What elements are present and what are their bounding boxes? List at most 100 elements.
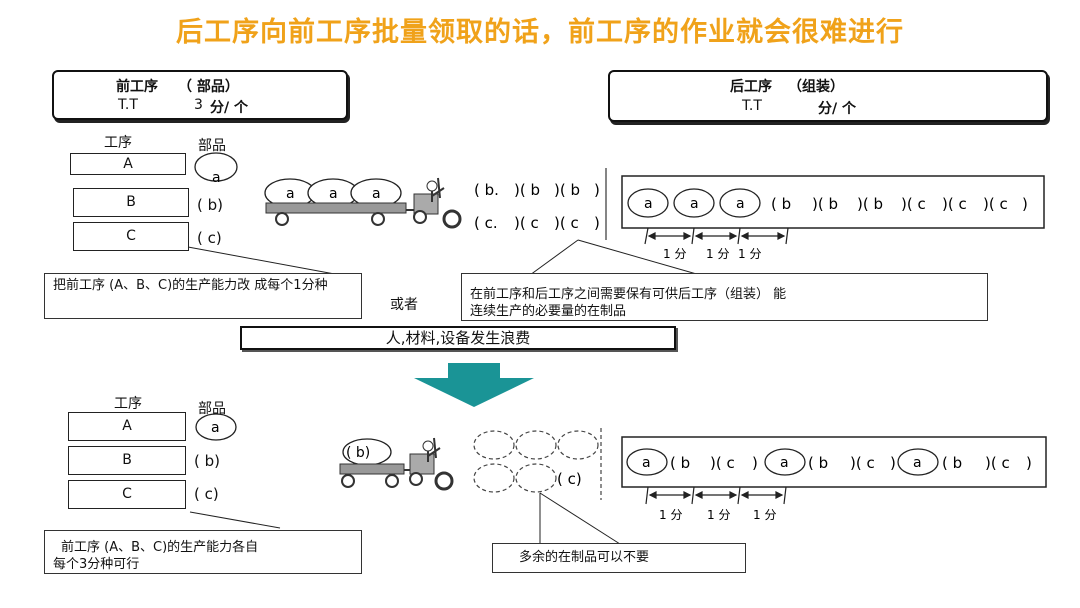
process-b-label: B — [126, 194, 136, 210]
part-a-bottom-ellipse: a — [195, 413, 237, 441]
or-label: 或者 — [390, 297, 418, 313]
line-a-2: a — [673, 188, 715, 218]
back-process-sub: （组装） — [788, 79, 844, 95]
wip-b-end: ) — [594, 181, 600, 199]
top-wip-stock: ( b. )( b )( b ) ( c. )( c )( c ) — [474, 168, 607, 240]
note-top-right: 在前工序和后工序之间需要保有可供后工序（组装） 能 连续生产的必要量的在制品 — [461, 273, 988, 321]
svg-text:a: a — [372, 186, 381, 202]
bottom-line-end: ) — [1026, 454, 1032, 472]
line-c-2: )( c — [942, 195, 967, 213]
svg-text:a: a — [642, 455, 651, 471]
wip-b-3: )( b — [554, 181, 580, 199]
note-top-left-text: 把前工序 (A、B、C)的生产能力改 成每个1分种 — [53, 278, 328, 293]
bottom-line-a-3: a — [897, 448, 939, 476]
line-c-3: )( c — [983, 195, 1008, 213]
line-a-3: a — [719, 188, 761, 218]
process-box-a: A — [70, 153, 186, 175]
process-column-label: 工序 — [104, 135, 132, 151]
process-column-label-bottom: 工序 — [114, 396, 142, 412]
bottom-removed-wip — [473, 428, 602, 500]
process-box-c: C — [73, 222, 189, 251]
line-b-2: )( b — [812, 195, 838, 213]
svg-text:a: a — [690, 196, 699, 212]
svg-text:a: a — [286, 186, 295, 202]
part-column-label: 部品 — [198, 138, 226, 154]
wip-c-3: )( c — [554, 214, 579, 232]
svg-text:( b): ( b) — [346, 445, 370, 461]
bottom-line-sep-2: ) — [890, 454, 896, 472]
process-b-label-bottom: B — [122, 452, 132, 468]
front-tt-unit: 分/ 个 — [210, 100, 248, 116]
bottom-tractor-icon — [409, 437, 454, 491]
process-c-label-bottom: C — [122, 486, 132, 502]
front-process-header: 前工序 （ 部品） T.T 3 分/ 个 — [52, 70, 348, 120]
wip-c-1: ( c. — [474, 214, 498, 232]
interval-label-top-3: 1 分 — [738, 247, 761, 261]
note-bottom-left-line1: 前工序 (A、B、C)的生产能力各自 — [61, 540, 259, 555]
svg-text:a: a — [212, 170, 221, 186]
pointer-line-bottom-right-b — [539, 492, 621, 545]
note-bottom-left: 前工序 (A、B、C)的生产能力各自 每个3分种可行 — [44, 530, 362, 574]
bottom-assembly-line: a ( b )( c ) a ( b )( c ) a ( b )( c ) — [621, 436, 1047, 488]
svg-text:a: a — [329, 186, 338, 202]
bottom-line-c-1: )( c — [710, 454, 735, 472]
part-a-top-ellipse: a — [194, 152, 238, 186]
wip-c-end: ) — [594, 214, 600, 232]
bottom-cart: ( b) — [339, 438, 410, 488]
back-process-name: 后工序 — [730, 79, 772, 95]
front-process-name: 前工序 — [116, 79, 158, 95]
waste-box: 人,材料,设备发生浪费 — [240, 326, 676, 350]
note-top-right-line1: 在前工序和后工序之间需要保有可供后工序（组装） 能 — [470, 287, 787, 302]
down-arrow — [414, 363, 534, 407]
back-process-header: 后工序 （组装） T.T 分/ 个 — [608, 70, 1048, 122]
pointer-line-top-right-b — [577, 239, 701, 276]
process-box-c-bottom: C — [68, 480, 186, 509]
svg-text:a: a — [211, 420, 220, 436]
bottom-line-sep-1: ) — [752, 454, 758, 472]
pointer-line-bottom-left — [189, 511, 281, 529]
wip-c-2: )( c — [514, 214, 539, 232]
part-c-top: ( c) — [197, 229, 222, 247]
pointer-line-top-right-a — [529, 239, 579, 276]
bottom-line-b-2: ( b — [808, 454, 828, 472]
note-top-right-line2: 连续生产的必要量的在制品 — [470, 304, 627, 319]
process-box-a-bottom: A — [68, 412, 186, 441]
process-box-b-bottom: B — [68, 446, 186, 475]
line-b-3: )( b — [857, 195, 883, 213]
top-cart: a a a — [264, 178, 414, 226]
line-c-1: )( c — [901, 195, 926, 213]
bottom-wip-c: ( c) — [557, 470, 582, 488]
back-tt-unit: 分/ 个 — [818, 101, 856, 117]
bottom-line-a-2: a — [764, 448, 806, 476]
line-c-end: ) — [1022, 195, 1028, 213]
back-tt-label: T.T — [742, 98, 762, 114]
process-a-label-bottom: A — [122, 418, 132, 434]
svg-text:a: a — [644, 196, 653, 212]
top-assembly-line: a a a ( b )( b )( b )( c )( c )( c ) — [621, 175, 1045, 229]
svg-text:a: a — [780, 455, 789, 471]
note-bottom-right-text: 多余的在制品可以不要 — [519, 550, 650, 565]
bottom-line-b-1: ( b — [670, 454, 690, 472]
interval-label-bottom-3: 1 分 — [753, 508, 776, 522]
interval-label-bottom-1: 1 分 — [659, 508, 682, 522]
part-b-bottom: ( b) — [194, 452, 220, 470]
bottom-line-a-1: a — [626, 448, 668, 476]
note-bottom-right: 多余的在制品可以不要 — [492, 543, 746, 573]
front-process-sub: （ 部品） — [178, 79, 239, 95]
part-column-label-bottom: 部品 — [198, 401, 226, 417]
note-top-left: 把前工序 (A、B、C)的生产能力改 成每个1分种 — [44, 273, 362, 319]
line-b-1: ( b — [771, 195, 791, 213]
wip-b-2: )( b — [514, 181, 540, 199]
front-tt-label: T.T — [118, 97, 138, 113]
interval-label-top-1: 1 分 — [663, 247, 686, 261]
top-interval-markers — [644, 227, 789, 245]
page-title: 后工序向前工序批量领取的话，前工序的作业就会很难进行 — [176, 17, 904, 48]
process-a-label: A — [123, 156, 133, 172]
wip-b-1: ( b. — [474, 181, 499, 199]
bottom-interval-markers — [645, 486, 787, 505]
part-b-top: ( b) — [197, 196, 223, 214]
process-box-b: B — [73, 188, 189, 217]
interval-label-bottom-2: 1 分 — [707, 508, 730, 522]
top-tractor-icon — [413, 177, 462, 229]
